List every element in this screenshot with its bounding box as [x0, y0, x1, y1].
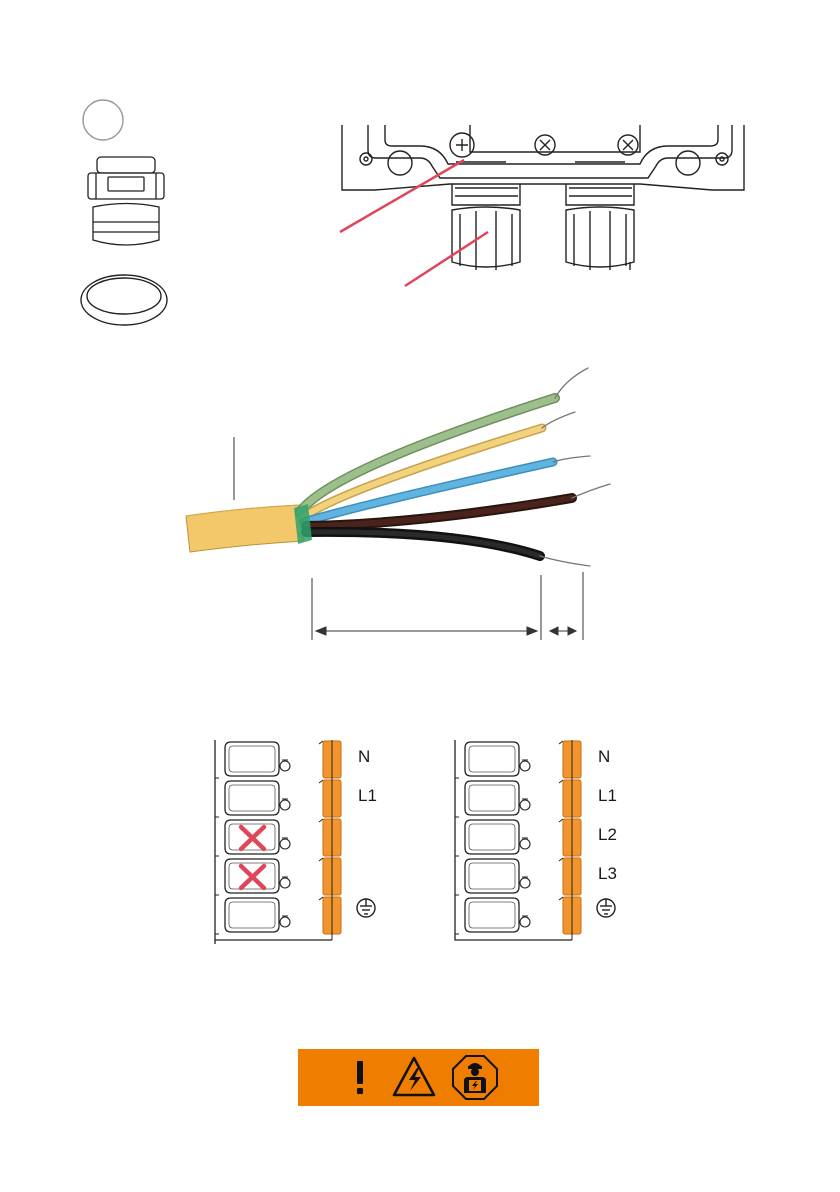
- warning-bar: [298, 1049, 539, 1106]
- warning-icons: [298, 1049, 539, 1106]
- earth-icon: [597, 899, 615, 917]
- qualified-electrician-icon: [453, 1056, 497, 1099]
- electrical-hazard-icon: [394, 1058, 434, 1095]
- exclamation-icon: [357, 1061, 363, 1094]
- earth-icon: [357, 899, 375, 917]
